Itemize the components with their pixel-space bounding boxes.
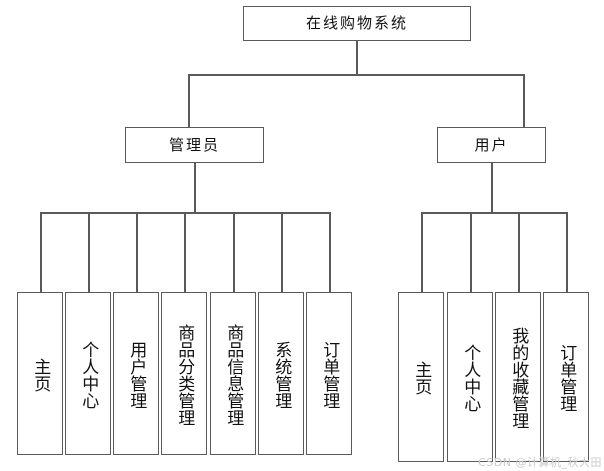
node-leaf-user-order-management[interactable]: 订单管理 xyxy=(543,292,589,462)
node-label: 订单管理 xyxy=(556,344,577,412)
node-label: 个人中心 xyxy=(78,340,99,409)
connector-user-drop-4 xyxy=(566,212,568,292)
connector-admin-stem xyxy=(194,163,196,213)
connector-admin-drop-3 xyxy=(136,212,138,292)
node-leaf-user-my-favorites-management[interactable]: 我的收藏管理 xyxy=(495,292,541,462)
connector-drop-admin xyxy=(188,74,190,127)
connector-user-drop-3 xyxy=(518,212,520,292)
connector-admin-drop-4 xyxy=(184,212,186,292)
node-leaf-admin-order-management[interactable]: 订单管理 xyxy=(306,292,352,455)
connector-level1-bar xyxy=(188,74,524,76)
node-label: 在线购物系统 xyxy=(305,14,408,32)
node-label: 管理员 xyxy=(168,135,220,154)
node-leaf-admin-product-info-management[interactable]: 商品信息管理 xyxy=(210,292,256,455)
node-label: 个人中心 xyxy=(460,344,481,412)
connector-user-stem xyxy=(491,163,493,213)
node-label: 主页 xyxy=(411,361,432,395)
connector-admin-drop-1 xyxy=(40,212,42,292)
node-label: 商品信息管理 xyxy=(223,323,244,426)
node-label: 订单管理 xyxy=(319,340,340,409)
node-leaf-admin-home[interactable]: 主页 xyxy=(17,292,63,455)
node-leaf-admin-product-category-management[interactable]: 商品分类管理 xyxy=(161,292,207,455)
node-leaf-user-personal-center[interactable]: 个人中心 xyxy=(447,292,493,462)
node-leaf-admin-user-management[interactable]: 用户管理 xyxy=(113,292,159,455)
node-root-online-shopping-system[interactable]: 在线购物系统 xyxy=(243,6,471,41)
connector-user-bar xyxy=(421,212,567,214)
csdn-watermark: CSDN @计算机_秋大田 xyxy=(478,456,602,469)
connector-admin-drop-2 xyxy=(88,212,90,292)
connector-admin-drop-6 xyxy=(281,212,283,292)
node-leaf-admin-system-management[interactable]: 系统管理 xyxy=(258,292,304,455)
node-label: 用户管理 xyxy=(126,340,147,409)
connector-drop-user xyxy=(523,74,525,127)
node-leaf-admin-personal-center[interactable]: 个人中心 xyxy=(65,292,111,455)
node-branch-user[interactable]: 用户 xyxy=(437,127,546,163)
connector-user-drop-2 xyxy=(470,212,472,292)
node-label: 我的收藏管理 xyxy=(508,327,529,429)
connector-admin-drop-5 xyxy=(233,212,235,292)
node-label: 用户 xyxy=(474,135,509,154)
node-label: 主页 xyxy=(30,357,51,392)
node-label: 系统管理 xyxy=(271,340,292,409)
node-label: 商品分类管理 xyxy=(174,323,195,426)
connector-admin-drop-7 xyxy=(329,212,331,292)
connector-root-stem xyxy=(356,41,358,75)
connector-user-drop-1 xyxy=(421,212,423,292)
node-branch-admin[interactable]: 管理员 xyxy=(125,127,264,163)
node-leaf-user-home[interactable]: 主页 xyxy=(398,292,444,462)
